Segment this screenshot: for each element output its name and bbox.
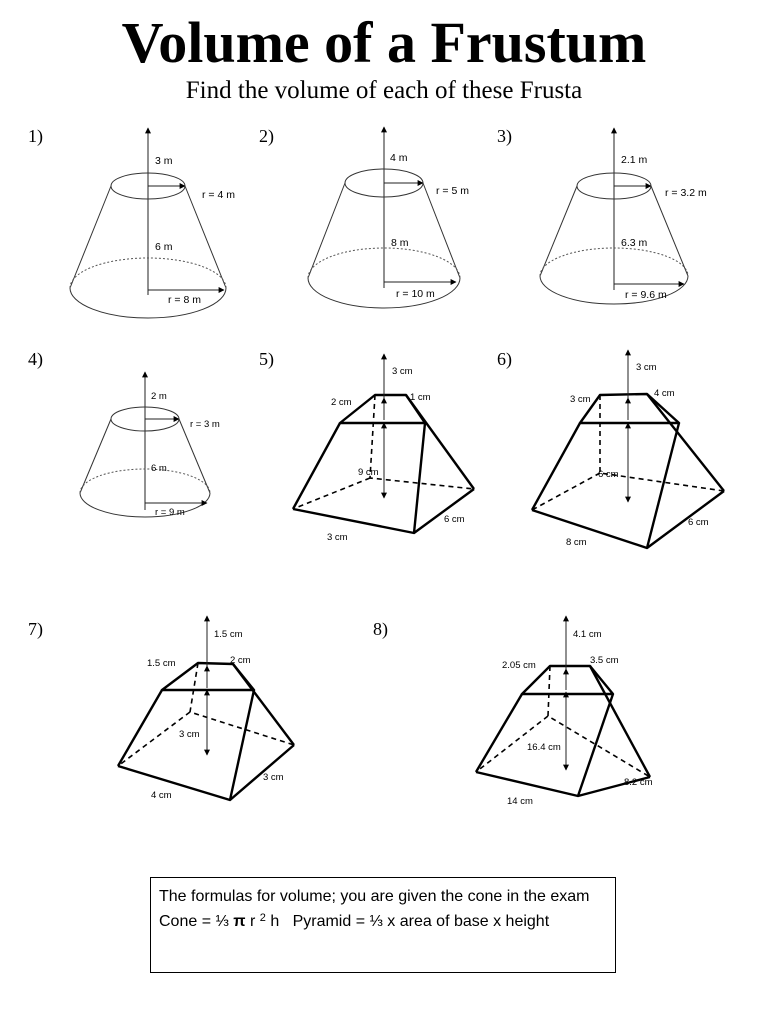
cone-formula-end: h [265,913,280,930]
page-title: Volume of a Frustum [121,10,647,75]
top-radius-label: r = 5 m [436,185,469,197]
top-side-a-label: 2 cm [331,397,352,408]
top-height-label: 3 m [155,155,173,167]
base-radius-label: r = 9.6 m [625,289,667,301]
top-side-a-label: 1.5 cm [147,658,176,669]
cone-formula-start: Cone = ⅓ [159,913,234,930]
problem-3: 3) 2.1 m r = 3.2 m 6.3 m r = 9.6 m [497,126,707,305]
formula-box: The formulas for volume; you are given t… [150,877,616,973]
base-side-b-label: 6 cm [688,517,709,528]
page-subtitle: Find the volume of each of these Frusta [185,77,583,104]
top-side-a-label: 2.05 cm [502,660,536,671]
problem-7: 7) 1.5 cm 1.5 cm 2 cm 3 cm 4 cm 3 cm [28,615,295,802]
problem-5: 5) 3 cm 2 cm 1 cm 9 cm 3 cm 6 cm [259,349,475,543]
problem-number: 1) [28,126,43,147]
height-label: 6 cm [598,469,619,480]
top-side-b-label: 1 cm [410,392,431,403]
top-side-b-label: 3.5 cm [590,655,619,666]
top-height-label: 3 cm [636,362,657,373]
problem-8: 8) 4.1 cm 2.05 cm 3.5 cm 16.4 cm 14 cm 8… [373,615,653,807]
base-side-b-label: 3 cm [263,772,284,783]
base-side-b-label: 6 cm [444,514,465,525]
problem-number: 5) [259,349,274,370]
problem-number: 4) [28,349,43,370]
base-radius-label: r = 8 m [168,294,201,306]
height-label: 9 cm [358,467,379,478]
problem-number: 2) [259,126,274,147]
problem-6: 6) 3 cm 3 cm 4 cm 6 cm 8 cm 6 cm [497,349,725,550]
problem-1: 1) 3 m r = 4 m 6 m r = 8 m [28,126,235,319]
height-label: 6 m [151,463,167,474]
pi-symbol: π [233,913,246,930]
top-radius-label: r = 3.2 m [665,187,707,199]
top-radius-label: r = 4 m [202,189,235,201]
top-height-label: 4.1 cm [573,629,602,640]
top-side-a-label: 3 cm [570,394,591,405]
formula-intro: The formulas for volume; you are given t… [159,888,590,905]
height-label: 16.4 cm [527,742,561,753]
top-height-label: 4 m [390,152,408,164]
top-height-label: 1.5 cm [214,629,243,640]
problem-number: 3) [497,126,512,147]
top-height-label: 3 cm [392,366,413,377]
base-side-b-label: 8.2 cm [624,777,653,788]
base-side-a-label: 4 cm [151,790,172,801]
height-label: 6 m [155,241,173,253]
top-radius-label: r = 3 m [190,419,220,430]
base-radius-label: r = 9 m [155,507,185,518]
height-label: 3 cm [179,729,200,740]
height-label: 6.3 m [621,237,648,249]
top-height-label: 2 m [151,391,167,402]
cone-formula-exponent: 2 [259,912,266,924]
problem-number: 7) [28,619,43,640]
pyramid-formula: Pyramid = ⅓ x area of base x height [292,913,550,930]
cone-formula-r: r [245,913,260,930]
problem-2: 2) 4 m r = 5 m 8 m r = 10 m [259,126,469,309]
problem-4: 4) 2 m r = 3 m 6 m r = 9 m [28,349,220,518]
problem-number: 8) [373,619,388,640]
formula-line: Cone = ⅓ π r 2 h Pyramid = ⅓ x area of b… [159,909,607,934]
height-label: 8 m [391,237,409,249]
base-side-a-label: 3 cm [327,532,348,543]
top-height-label: 2.1 m [621,154,648,166]
base-side-a-label: 8 cm [566,537,587,548]
problem-number: 6) [497,349,512,370]
top-side-b-label: 4 cm [654,388,675,399]
base-radius-label: r = 10 m [396,288,435,300]
base-side-a-label: 14 cm [507,796,533,807]
top-side-b-label: 2 cm [230,655,251,666]
